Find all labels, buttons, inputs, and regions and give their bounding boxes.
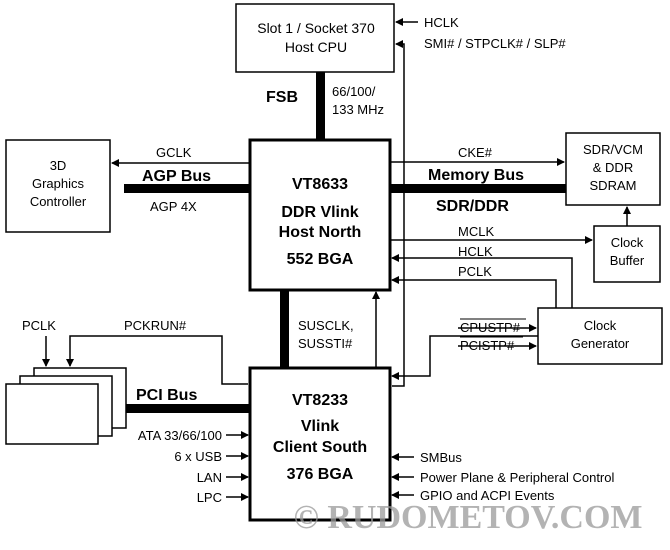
cpu-label-1: Slot 1 / Socket 370 <box>257 20 375 36</box>
clock-generator-block <box>537 307 663 365</box>
pclk-left-label: PCLK <box>22 318 56 333</box>
buses <box>100 72 566 413</box>
hclk-label: HCLK <box>458 244 493 259</box>
pckrun-label: PCKRUN# <box>124 318 187 333</box>
sdram-label-3: SDRAM <box>590 178 637 193</box>
north-bridge-block <box>248 138 392 292</box>
hclk-line <box>391 254 573 308</box>
pci-slot-front <box>5 383 99 445</box>
north-label-2: DDR Vlink <box>281 204 358 221</box>
fsb-speed-label-2: 133 MHz <box>332 102 384 117</box>
memory-bus-line <box>390 184 566 193</box>
power-label: Power Plane & Peripheral Control <box>420 470 614 485</box>
fsb-speed-label-1: 66/100/ <box>332 84 376 99</box>
south-label-2: Vlink <box>301 418 339 435</box>
susclk-label-1: SUSCLK, <box>298 318 354 333</box>
lpc-label: LPC <box>197 490 222 505</box>
south-label-3: Client South <box>273 439 367 456</box>
pci-bus-label: PCI Bus <box>136 387 197 404</box>
mclk-label: MCLK <box>458 224 494 239</box>
agp-bus-line <box>124 184 250 193</box>
north-label-3: Host North <box>279 224 362 241</box>
sdram-label-1: SDR/VCM <box>583 142 643 157</box>
lan-label: LAN <box>197 470 222 485</box>
clock-buffer-label-1: Clock <box>611 235 644 250</box>
pci-bus-line <box>100 404 250 413</box>
cke-label: CKE# <box>458 145 493 160</box>
south-bridge-block <box>248 366 392 522</box>
usb-label: 6 x USB <box>174 449 222 464</box>
fsb-bus <box>316 72 325 140</box>
pcistp-label: PCISTP# <box>460 338 515 353</box>
pci-slots <box>5 367 127 445</box>
memory-bus-label: Memory Bus <box>428 167 524 184</box>
gclk-label: GCLK <box>156 145 192 160</box>
south-label-1: VT8233 <box>292 392 348 409</box>
cpustp-label: CPUSTP# <box>460 320 521 335</box>
watermark: © RUDOMETOV.COM <box>293 499 642 536</box>
graphics-label-2: Graphics <box>32 176 85 191</box>
north-label-4: 552 BGA <box>287 251 354 268</box>
smi-label: SMI# / STPCLK# / SLP# <box>424 36 566 51</box>
agp-4x-label: AGP 4X <box>150 199 197 214</box>
ata-label: ATA 33/66/100 <box>138 428 222 443</box>
agp-bus-label: AGP Bus <box>142 168 211 185</box>
pckrun-line <box>66 335 248 385</box>
susclk-label-2: SUSSTI# <box>298 336 353 351</box>
sdram-block <box>565 132 661 206</box>
clock-gen-label-2: Generator <box>571 336 630 351</box>
sdram-label-2: & DDR <box>593 160 633 175</box>
smi-line <box>392 40 405 387</box>
cpu-label-2: Host CPU <box>285 39 347 55</box>
north-label-1: VT8633 <box>292 176 348 193</box>
south-label-4: 376 BGA <box>287 466 354 483</box>
gpio-label: GPIO and ACPI Events <box>420 488 555 503</box>
fsb-label: FSB <box>266 89 298 106</box>
signal-lines <box>42 18 631 501</box>
hclk-top-label: HCLK <box>424 15 459 30</box>
smbus-label: SMBus <box>420 450 462 465</box>
pclk-right-line <box>391 276 557 308</box>
clock-gen-label-1: Clock <box>584 318 617 333</box>
graphics-label-1: 3D <box>50 158 67 173</box>
vlink-bus <box>280 290 289 368</box>
sdr-ddr-label: SDR/DDR <box>436 198 509 215</box>
cpu-block <box>235 3 395 73</box>
graphics-label-3: Controller <box>30 194 87 209</box>
pclk-right-label: PCLK <box>458 264 492 279</box>
graphics-block <box>5 139 111 233</box>
pclk-south-line <box>391 335 538 380</box>
clock-buffer-label-2: Buffer <box>610 253 645 268</box>
